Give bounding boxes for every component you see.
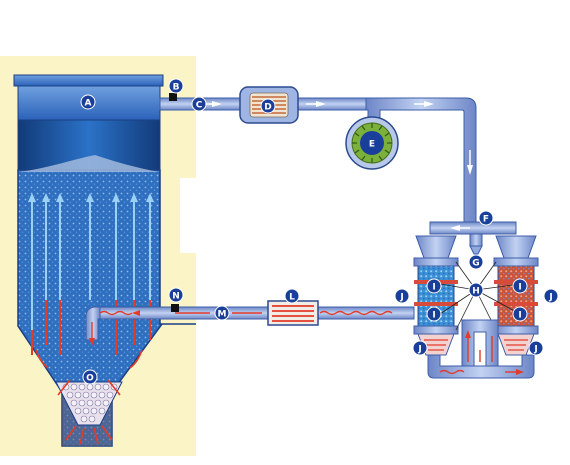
- callout-g-text: G: [472, 259, 479, 269]
- hopper-air-flow-arrows: [28, 193, 154, 355]
- callout-l-text: L: [289, 293, 295, 303]
- callout-j-text: J: [417, 345, 421, 355]
- blower-icon: [345, 116, 399, 170]
- callout-i-text: I: [432, 311, 435, 321]
- callout-e-text: E: [369, 140, 375, 150]
- regeneration-pipe: [427, 319, 535, 379]
- callout-i-left-bottom: I: [426, 306, 442, 322]
- callout-i-right-top: I: [512, 278, 528, 294]
- callout-h-text: H: [472, 287, 480, 297]
- flow-arrow-icon: [202, 103, 471, 229]
- callout-h: H: [468, 282, 484, 298]
- callout-o-text: O: [86, 374, 94, 384]
- callout-e: E: [369, 140, 375, 150]
- callout-f: F: [478, 210, 494, 226]
- callout-b-text: B: [173, 83, 180, 93]
- callout-labels: A B C D E F G H I: [80, 78, 559, 385]
- callout-i-text: I: [518, 311, 521, 321]
- pressure-sensor-icon: [169, 93, 177, 101]
- callout-i-text: I: [518, 283, 521, 293]
- callout-l: L: [284, 288, 300, 304]
- callout-i-right-bottom: I: [512, 306, 528, 322]
- callout-n-text: N: [172, 292, 180, 302]
- callout-a: A: [80, 94, 96, 110]
- callout-j-left-top: J: [394, 288, 410, 304]
- callout-i-left-top: I: [426, 278, 442, 294]
- valve-icon: [469, 233, 483, 255]
- callout-b: B: [168, 78, 184, 94]
- callout-j-text: J: [533, 345, 537, 355]
- callout-n: N: [168, 287, 184, 303]
- callout-d-text: D: [264, 103, 271, 113]
- process-flow-arrows: [212, 101, 473, 231]
- heater-icon: [267, 300, 319, 326]
- desiccant-tower-left: [413, 235, 459, 356]
- callout-c: C: [191, 96, 207, 112]
- callout-m-text: M: [218, 310, 227, 320]
- callout-c-text: C: [196, 101, 203, 111]
- callout-j-text: J: [399, 293, 403, 303]
- callout-j-text: J: [548, 293, 552, 303]
- desiccant-tower-right: [493, 235, 539, 356]
- return-air-pipe: [159, 97, 517, 235]
- callout-f-text: F: [483, 215, 489, 225]
- air-diffuser-cone: [35, 349, 143, 445]
- callout-o: O: [82, 369, 98, 385]
- callout-j-right-top: J: [543, 288, 559, 304]
- callout-d: D: [260, 98, 276, 114]
- callout-j-left-bottom: J: [412, 340, 428, 356]
- temperature-sensor-icon: [171, 304, 179, 312]
- callout-i-text: I: [432, 283, 435, 293]
- callout-a-text: A: [85, 99, 92, 109]
- callout-m: M: [214, 305, 230, 321]
- panel-notch: [180, 178, 196, 253]
- callout-j-right-bottom: J: [528, 340, 544, 356]
- callout-g: G: [468, 254, 484, 270]
